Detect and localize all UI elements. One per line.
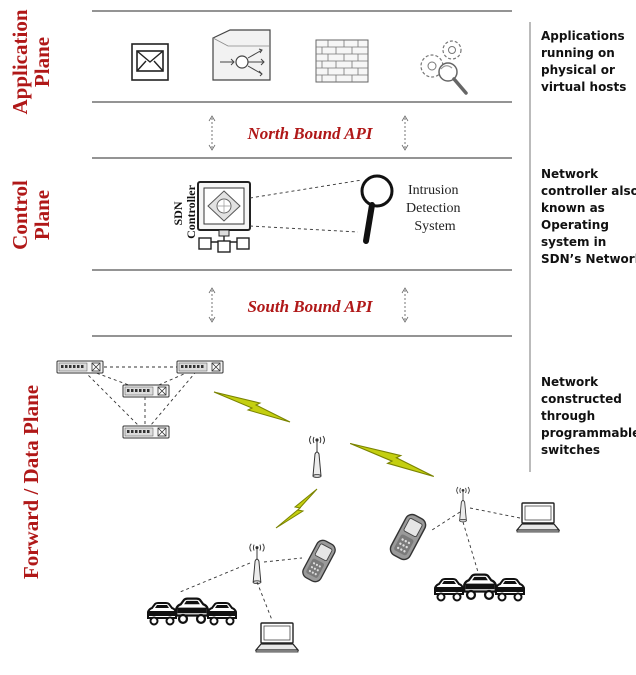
laptop-icon <box>516 502 560 533</box>
data-description: Network constructed through programmable… <box>541 375 636 457</box>
data-description-line: constructed <box>541 392 622 406</box>
phone-icon <box>299 538 339 584</box>
svg-text:Control: Control <box>8 180 32 250</box>
car-icon <box>495 578 525 602</box>
ids-line-3: System <box>414 219 455 234</box>
lightning-icon <box>349 442 435 478</box>
wireless-link <box>256 581 273 621</box>
envelope-icon <box>131 43 169 81</box>
lightning-icon <box>275 488 318 529</box>
north-api-arrow-right <box>401 115 409 151</box>
control-description-line: system in <box>541 235 606 249</box>
lightning-icon <box>213 391 291 423</box>
application-plane-label: Application Plane <box>8 9 54 114</box>
application-plane-line-2: Plane <box>30 37 54 87</box>
ids-line-2: Detection <box>406 201 460 216</box>
switch-link <box>144 366 201 433</box>
wireless-link <box>431 511 461 531</box>
control-description-line: controller also <box>541 184 636 198</box>
switch-link <box>79 366 146 433</box>
control-description-line: Operating <box>541 218 609 232</box>
south-bound-api-label: South Bound API <box>247 297 373 316</box>
control-description-line: SDN’s Network <box>541 252 636 266</box>
switch-icon <box>122 384 170 398</box>
application-description-line: virtual hosts <box>541 80 626 94</box>
control-description-line: known as <box>541 201 605 215</box>
control-description-line: Network <box>541 167 599 181</box>
data-description-line: through <box>541 409 595 423</box>
sdn-controller-line-2: Controller <box>184 184 198 238</box>
control-plane-line-1: Control <box>8 180 32 250</box>
car-icon <box>175 597 209 625</box>
laptop-icon <box>255 622 299 653</box>
ids-line-1: Intrusion <box>408 183 459 198</box>
application-description-line: running on <box>541 46 615 60</box>
data-description-line: Network <box>541 375 599 389</box>
svg-text:Plane: Plane <box>30 190 54 240</box>
gears-search-icon <box>420 40 468 95</box>
antenna-icon <box>309 435 325 478</box>
north-api-arrow-left <box>208 115 216 151</box>
wireless-link <box>469 507 521 519</box>
computer-icon <box>197 181 251 253</box>
application-description: Applications running on physical or virt… <box>541 29 629 94</box>
data-description-line: programmable <box>541 426 636 440</box>
control-plane-line-2: Plane <box>30 190 54 240</box>
north-bound-api-label: North Bound API <box>246 124 373 143</box>
car-icon <box>207 602 237 626</box>
south-api-arrow-left <box>208 287 216 323</box>
phone-icon <box>387 512 429 562</box>
router-icon <box>212 29 271 81</box>
application-description-line: Applications <box>541 29 625 43</box>
data-plane-label: Forward / Data Plane <box>19 385 43 579</box>
controller-ids-link-bottom <box>249 225 359 233</box>
control-description: Network controller also known as Operati… <box>541 167 636 266</box>
application-plane-line-1: Application <box>8 9 32 114</box>
ids-label: Intrusion Detection System <box>406 183 464 234</box>
data-description-line: switches <box>541 443 600 457</box>
south-api-arrow-right <box>401 287 409 323</box>
wireless-link <box>462 521 479 573</box>
control-plane-label: Control Plane <box>8 180 54 250</box>
magnifier-icon <box>360 174 394 244</box>
svg-text:Application: Application <box>8 9 32 114</box>
car-icon <box>147 602 177 626</box>
antenna-icon <box>456 486 470 523</box>
firewall-icon <box>315 39 369 83</box>
car-icon <box>434 578 464 602</box>
controller-ids-link-top <box>249 179 363 199</box>
switch-icon <box>122 425 170 439</box>
switch-icon <box>176 360 224 374</box>
sdn-controller-label: SDN Controller <box>171 184 198 238</box>
wireless-link <box>179 562 251 593</box>
wireless-link <box>263 557 303 563</box>
switch-icon <box>56 360 104 374</box>
car-icon <box>463 573 497 601</box>
svg-text:Plane: Plane <box>30 37 54 87</box>
sdn-controller-line-1: SDN <box>171 201 185 225</box>
application-description-line: physical or <box>541 63 615 77</box>
antenna-icon <box>249 543 265 585</box>
